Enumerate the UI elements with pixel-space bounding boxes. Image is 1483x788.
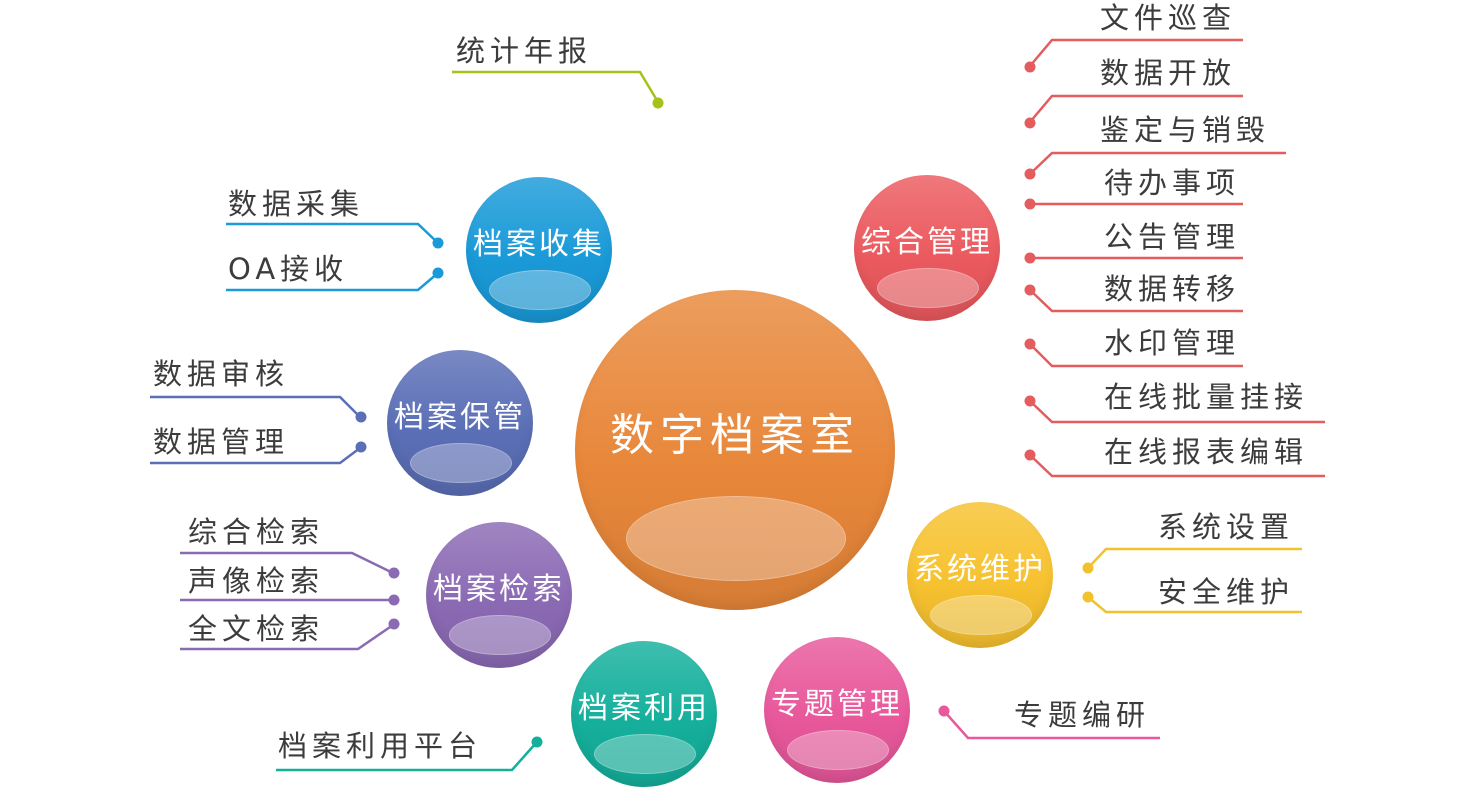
node-collect-highlight: [489, 269, 591, 310]
label-maint-1: 安全维护: [1158, 575, 1295, 609]
label-mgmt-0: 文件巡查: [1100, 1, 1237, 35]
connector-dot-mgmt-2: [1024, 168, 1036, 180]
node-mgmt: 综合管理: [854, 175, 1000, 321]
connector-use-0: [276, 742, 537, 772]
label-maint-0: 系统设置: [1158, 510, 1295, 544]
connector-maint-0: [1087, 547, 1302, 569]
label-custody-1: 数据管理: [153, 425, 290, 459]
node-search-label: 档案检索: [433, 572, 565, 608]
connector-dot-mgmt-0: [1024, 61, 1036, 73]
connector-dot-mgmt-8: [1024, 449, 1036, 461]
node-custody: 档案保管: [387, 350, 533, 496]
connector-dot-topic-0: [938, 705, 950, 717]
connector-dot-mgmt-4: [1024, 252, 1036, 264]
node-custody-label: 档案保管: [394, 400, 526, 436]
node-collect: 档案收集: [466, 177, 612, 323]
center-node: 数字档案室: [575, 290, 895, 610]
center-node-label: 数字档案室: [610, 409, 860, 461]
connector-dot-search-0: [388, 567, 400, 579]
label-mgmt-4: 公告管理: [1104, 220, 1241, 254]
connector-dot-maint-0: [1082, 562, 1094, 574]
connector-mgmt-0: [1029, 38, 1243, 67]
connector-mgmt-8: [1029, 454, 1325, 478]
connector-custody-0: [150, 395, 361, 418]
connector-dot-custody-1: [355, 441, 367, 453]
connector-dot-mgmt-7: [1024, 395, 1036, 407]
connector-topic-0: [943, 710, 1160, 740]
label-search-0: 综合检索: [188, 515, 325, 549]
connector-dot-annual-report: [652, 97, 664, 109]
label-mgmt-1: 数据开放: [1100, 56, 1237, 90]
connector-mgmt-5: [1029, 289, 1243, 313]
label-collect-1: OA接收: [228, 252, 349, 286]
label-mgmt-8: 在线报表编辑: [1104, 435, 1309, 469]
center-node-highlight: [626, 496, 846, 582]
label-mgmt-5: 数据转移: [1104, 272, 1241, 306]
connector-search-2: [180, 623, 394, 651]
node-topic-highlight: [787, 729, 889, 770]
connector-custody-1: [150, 447, 361, 465]
label-search-2: 全文检索: [188, 612, 325, 646]
connector-dot-mgmt-3: [1024, 198, 1036, 210]
connector-dot-search-2: [388, 618, 400, 630]
connector-dot-collect-1: [432, 267, 444, 279]
node-topic-label: 专题管理: [771, 687, 903, 723]
node-search: 档案检索: [426, 522, 572, 668]
connector-dot-maint-1: [1082, 591, 1094, 603]
connector-maint-1: [1087, 596, 1302, 614]
connector-dot-custody-0: [355, 411, 367, 423]
connector-dot-mgmt-5: [1024, 284, 1036, 296]
node-topic: 专题管理: [764, 637, 910, 783]
label-annual-report: 统计年报: [456, 34, 593, 68]
connector-annual-report: [452, 70, 660, 103]
connector-dot-use-0: [531, 736, 543, 748]
label-mgmt-2: 鉴定与销毁: [1100, 113, 1271, 147]
connector-collect-0: [226, 222, 439, 244]
connector-collect-1: [226, 272, 439, 292]
connector-mgmt-7: [1029, 400, 1325, 424]
node-custody-highlight: [410, 442, 512, 483]
label-mgmt-7: 在线批量挂接: [1104, 380, 1309, 414]
node-use: 档案利用: [571, 641, 717, 787]
node-use-label: 档案利用: [578, 691, 710, 727]
label-topic-0: 专题编研: [1014, 698, 1151, 732]
node-maint: 系统维护: [907, 502, 1053, 648]
connector-mgmt-1: [1029, 94, 1243, 123]
node-collect-label: 档案收集: [473, 227, 605, 263]
label-collect-0: 数据采集: [228, 187, 365, 221]
node-maint-label: 系统维护: [914, 552, 1046, 588]
connector-mgmt-2: [1029, 151, 1286, 175]
connector-dot-mgmt-6: [1024, 338, 1036, 350]
node-mgmt-label: 综合管理: [861, 225, 993, 261]
node-maint-highlight: [930, 594, 1032, 635]
label-mgmt-3: 待办事项: [1104, 166, 1241, 200]
connector-dot-collect-0: [432, 237, 444, 249]
node-search-highlight: [449, 614, 551, 655]
label-search-1: 声像检索: [188, 564, 325, 598]
connector-dot-search-1: [388, 594, 400, 606]
connector-search-0: [180, 551, 394, 575]
node-mgmt-highlight: [877, 267, 979, 308]
connector-dot-mgmt-1: [1024, 117, 1036, 129]
connector-mgmt-6: [1029, 343, 1243, 368]
node-use-highlight: [594, 733, 696, 774]
label-use-0: 档案利用平台: [278, 729, 483, 763]
label-custody-0: 数据审核: [153, 357, 290, 391]
label-mgmt-6: 水印管理: [1104, 326, 1241, 360]
